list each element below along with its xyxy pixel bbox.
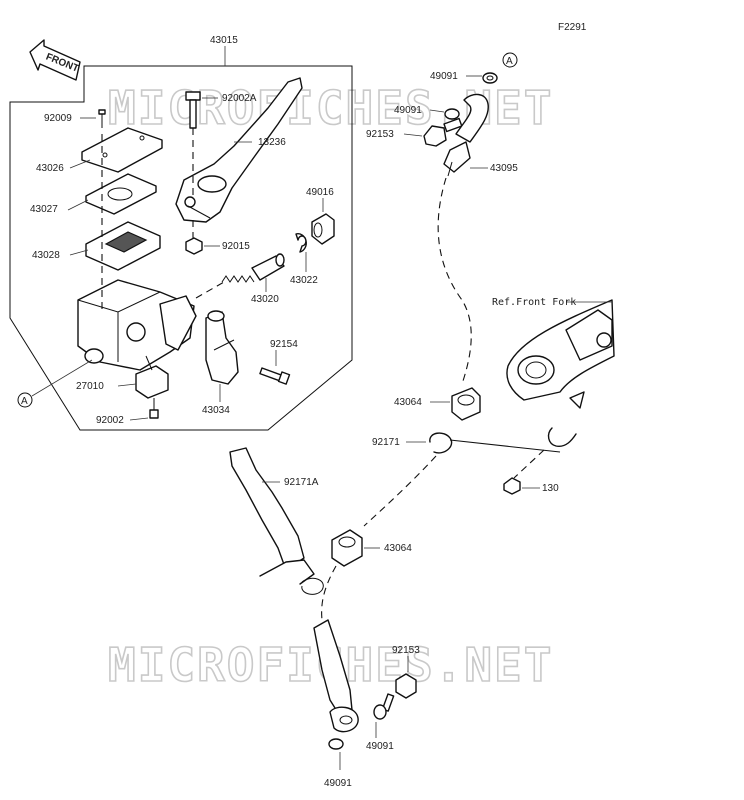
- screw-92002: [149, 398, 159, 419]
- label-43026: 43026: [36, 163, 64, 174]
- label-43028: 43028: [32, 250, 60, 261]
- brake-lever-13236: [175, 77, 303, 223]
- label-43064-a: 43064: [394, 397, 422, 408]
- label-92009: 92009: [44, 113, 72, 124]
- front-fork: [506, 299, 615, 409]
- washer-49091-a: [482, 72, 498, 84]
- washer-49091-b: [444, 108, 460, 120]
- label-43015: 43015: [210, 35, 238, 46]
- label-49091-a: 49091: [430, 71, 458, 82]
- label-92171: 92171: [372, 437, 400, 448]
- washer-49091-c: [373, 704, 387, 720]
- label-49091-b: 49091: [394, 105, 422, 116]
- diagram-code: F2291: [558, 22, 587, 33]
- brake-switch-27010: [135, 355, 169, 399]
- hose-clamp-92171: [429, 427, 577, 454]
- label-43034: 43034: [202, 405, 230, 416]
- label-43095: 43095: [490, 163, 518, 174]
- label-92153-b: 92153: [392, 645, 420, 656]
- label-43022: 43022: [290, 275, 318, 286]
- marker-a-left: A: [21, 396, 28, 407]
- grommet-43064-a: [451, 387, 481, 421]
- plate-43027: [85, 173, 157, 215]
- label-92153-a: 92153: [366, 129, 394, 140]
- label-92015: 92015: [222, 241, 250, 252]
- label-13236: 13236: [258, 137, 286, 148]
- label-49091-c: 49091: [366, 741, 394, 752]
- lower-hose-end: [313, 619, 359, 733]
- front-arrow-icon: FRONT: [29, 39, 81, 81]
- nut-92015: [185, 237, 203, 255]
- label-27010: 27010: [76, 381, 104, 392]
- ref-front-fork: Ref.Front Fork: [492, 297, 576, 308]
- screw-92009: [98, 109, 106, 128]
- label-49016: 49016: [306, 187, 334, 198]
- circlip-43022: [295, 233, 307, 253]
- marker-a-top: A: [506, 56, 513, 67]
- grommet-43064-b: [331, 529, 363, 567]
- banjo-bolt-92153-a: [423, 117, 463, 147]
- piston-kit-43020: [221, 253, 285, 283]
- label-49091-d: 49091: [324, 778, 352, 789]
- boot-49016: [311, 213, 335, 245]
- bolt-92154: [259, 367, 291, 385]
- label-43020: 43020: [251, 294, 279, 305]
- label-92002: 92002: [96, 415, 124, 426]
- clamp-43034: [205, 310, 239, 385]
- hose-route-lower: [321, 565, 337, 621]
- label-130: 130: [542, 483, 559, 494]
- label-92171A: 92171A: [284, 477, 319, 488]
- label-92154: 92154: [270, 339, 298, 350]
- master-cylinder-body: [77, 279, 197, 371]
- washer-49091-d: [328, 738, 344, 750]
- assembly-frame: [9, 65, 353, 431]
- bolt-130: [503, 449, 545, 495]
- label-92002A: 92002A: [222, 93, 257, 104]
- hose-route-upper: [437, 177, 472, 385]
- label-43027: 43027: [30, 204, 58, 215]
- brake-hose-43095: [443, 93, 489, 177]
- label-43064-b: 43064: [384, 543, 412, 554]
- bracket-92171A: [229, 447, 324, 595]
- banjo-bolt-92153-b: [381, 673, 417, 712]
- hose-route-middle: [363, 455, 437, 527]
- pivot-bolt-92002A: [185, 91, 201, 129]
